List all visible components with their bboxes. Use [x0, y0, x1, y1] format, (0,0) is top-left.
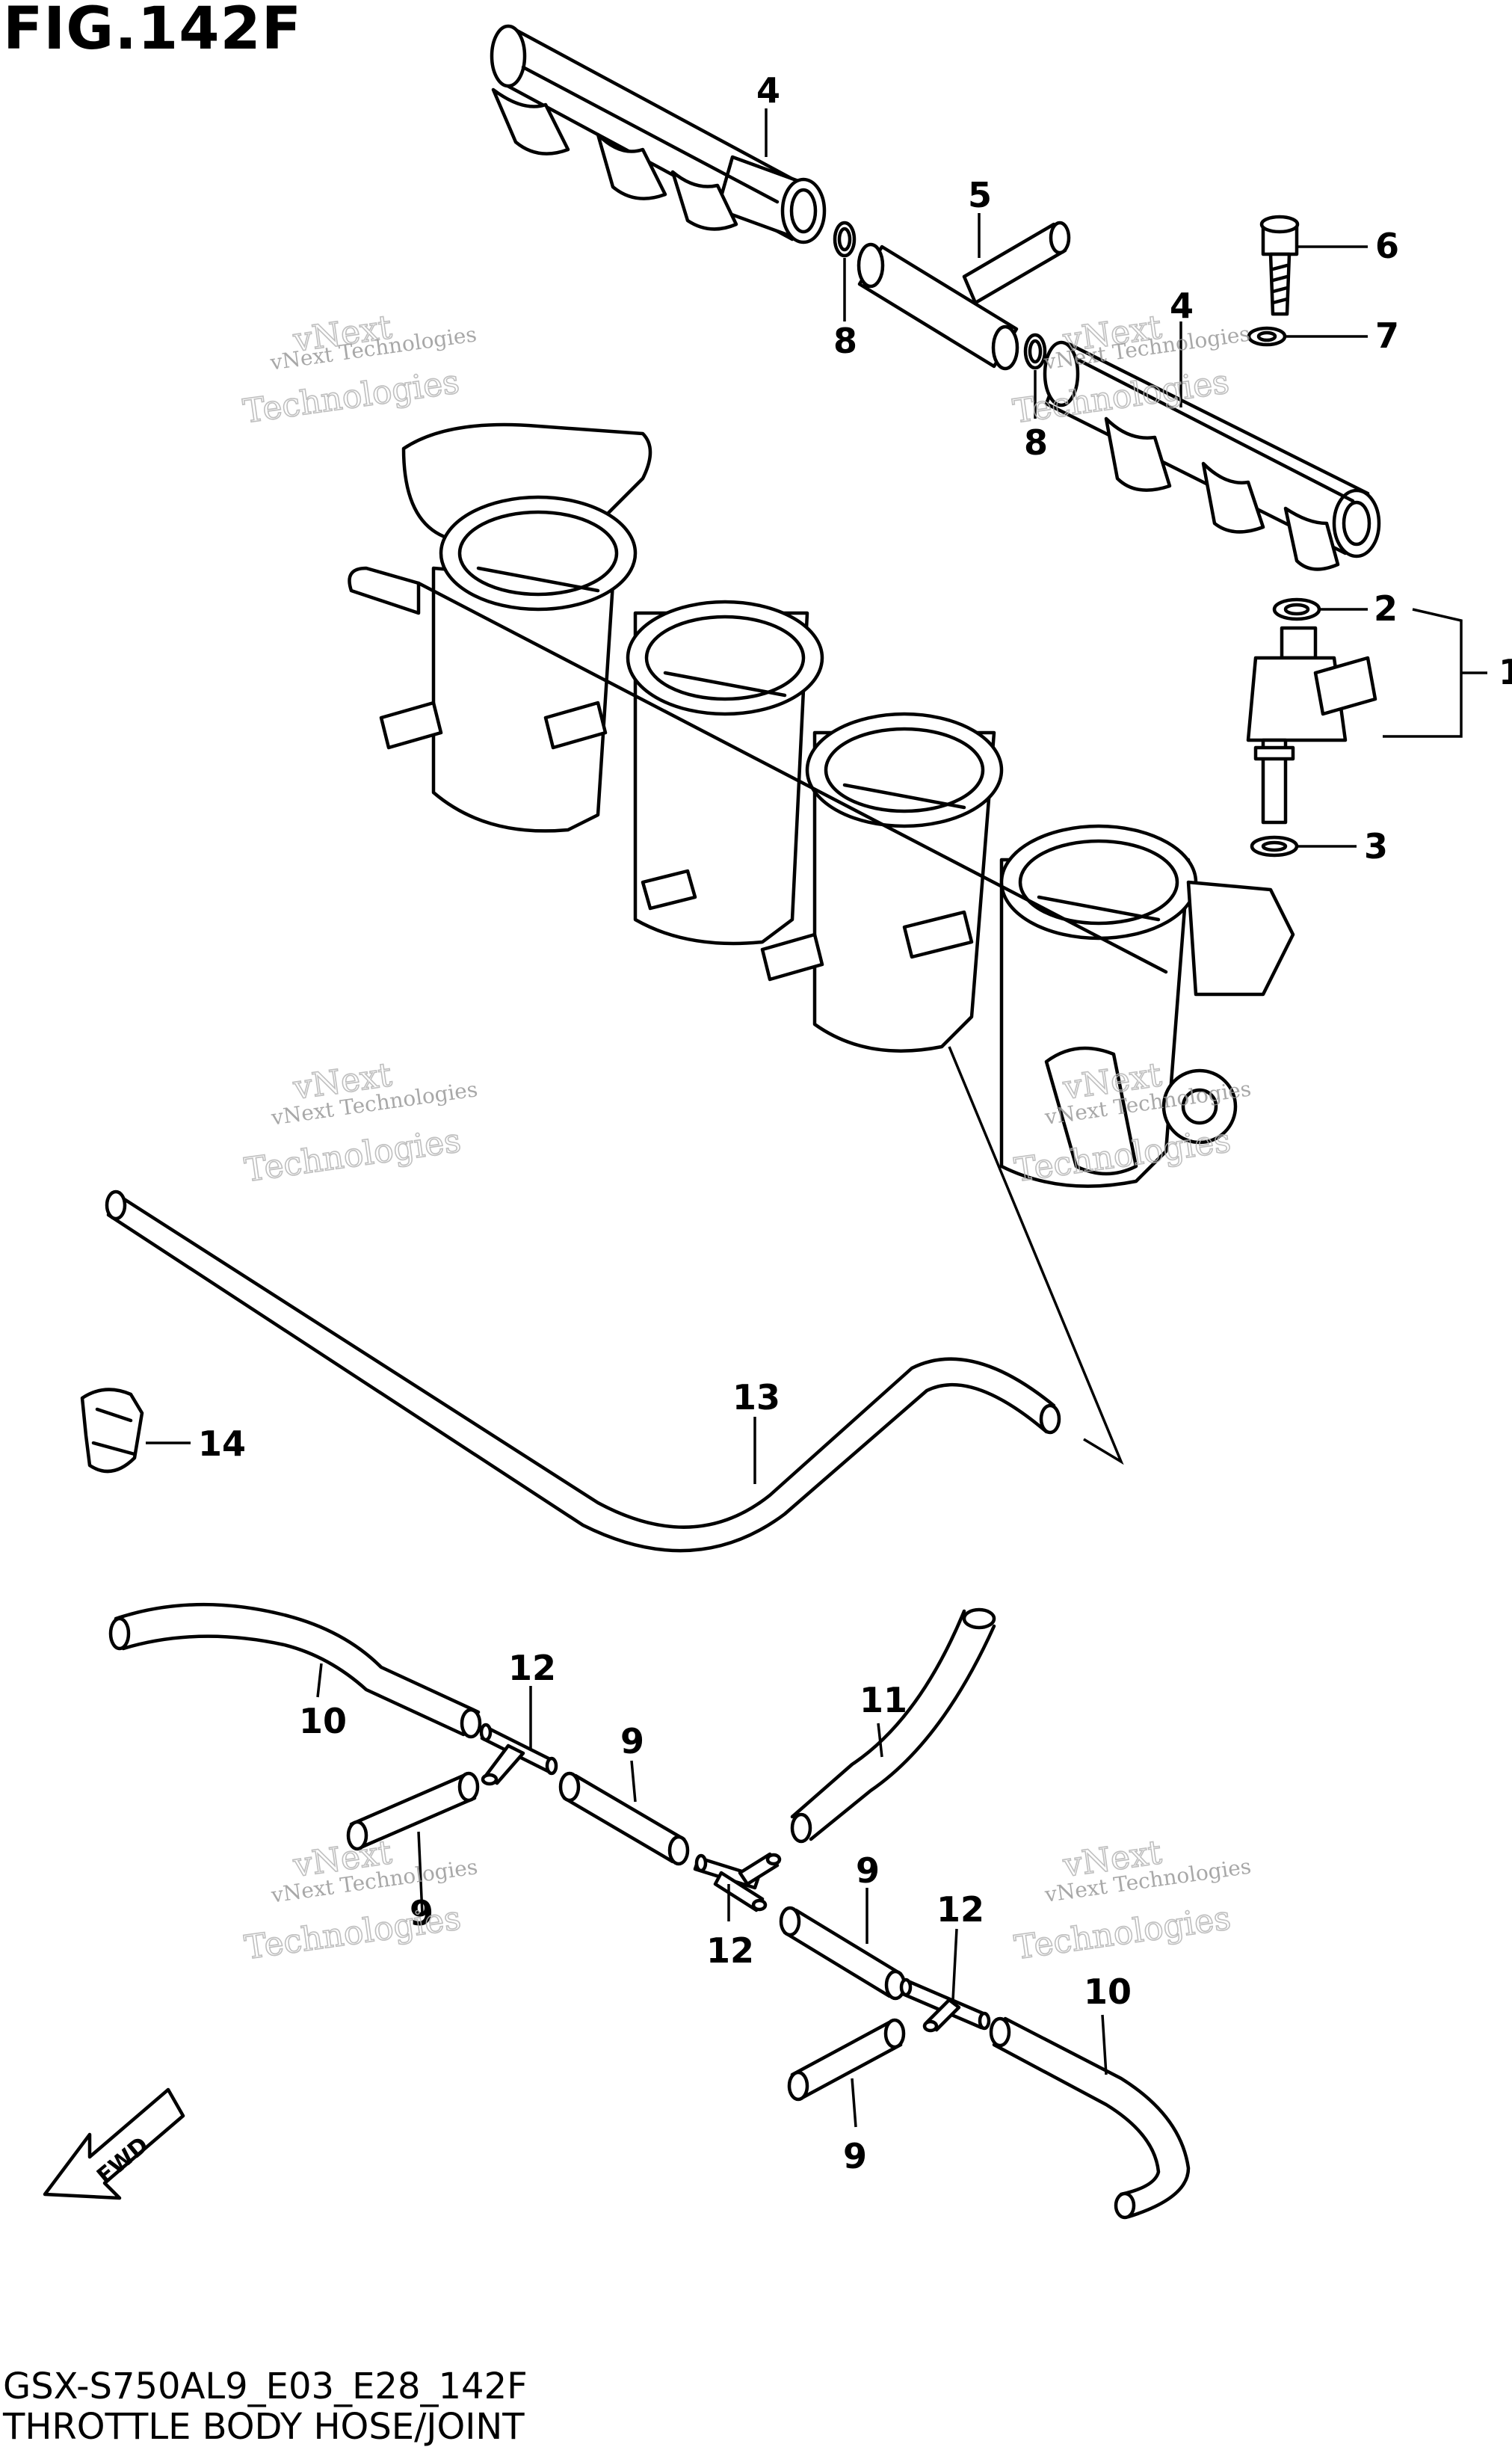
- hose-clamp: [80, 1388, 144, 1474]
- callout-label: 9: [843, 2136, 867, 2176]
- callout-label: 14: [198, 1423, 246, 1464]
- model-code: GSX-S750AL9_E03_E28_142F: [3, 2366, 528, 2407]
- watermark-text: Technologies: [242, 1121, 463, 1189]
- callout-label: 8: [1024, 422, 1048, 463]
- watermark-text: Technologies: [242, 1899, 463, 1967]
- callout-label: 6: [1375, 226, 1399, 266]
- callout-label: 5: [968, 175, 992, 215]
- hose-curved-right: [790, 1607, 996, 1844]
- callout-numbers: 1 2 3 4 4 5 6 7 8 8 9 9 9 9 10 10 11 12 …: [198, 70, 1512, 2176]
- callout-label: 9: [856, 1850, 880, 1891]
- callout-label: 12: [936, 1889, 984, 1930]
- callout-label: 12: [508, 1648, 556, 1688]
- watermark-top-right: vNext vNext Technologies Technologies: [1010, 307, 1251, 431]
- t-joint-center: [693, 1852, 782, 1912]
- hose-short-bottom: [787, 2018, 906, 2102]
- callout-label: 4: [1170, 286, 1194, 326]
- t-joint-right: [899, 1977, 991, 2033]
- leader-lines: [146, 108, 1487, 2128]
- fuel-delivery-pipe-right: [1043, 340, 1381, 571]
- callout-label: 1: [1499, 652, 1512, 692]
- watermark-bottom-right: vNext vNext Technologies Technologies: [1011, 1832, 1253, 1968]
- watermark-mid-left: vNext vNext Technologies Technologies: [241, 1055, 479, 1190]
- hose-short-right: [779, 1906, 907, 2001]
- diagram-caption: THROTTLE BODY HOSE/JOINT: [3, 2406, 525, 2448]
- callout-label: 11: [860, 1680, 907, 1720]
- fuel-injector: [1246, 597, 1377, 858]
- callout-label: 8: [833, 321, 857, 361]
- callout-label: 4: [756, 70, 780, 111]
- hose-routing-pointer: [948, 1046, 1124, 1465]
- hose-short-left: [346, 1771, 480, 1851]
- callout-label: 12: [706, 1930, 754, 1971]
- hose-upper-left: [108, 1602, 482, 1739]
- washer: [1247, 326, 1287, 347]
- hose-lower-right: [989, 2016, 1191, 2220]
- callout-label: 10: [1084, 1972, 1132, 2012]
- watermark-bottom-left: vNext vNext Technologies Technologies: [241, 1832, 479, 1968]
- fuel-delivery-pipe-left: [490, 24, 827, 244]
- callout-label: 10: [299, 1701, 347, 1741]
- watermark-text: Technologies: [1012, 1899, 1232, 1967]
- callout-label: 3: [1364, 826, 1388, 867]
- watermark-top-left: vNext vNext Technologies Technologies: [240, 307, 478, 431]
- bolt: [1259, 215, 1300, 316]
- callout-label: 13: [732, 1377, 780, 1418]
- o-ring-lower: [1023, 333, 1047, 370]
- forward-direction-arrow: FWD: [43, 2087, 185, 2200]
- callout-label: 9: [620, 1721, 644, 1761]
- callout-label: 7: [1375, 316, 1399, 356]
- figure-title: FIG.142F: [3, 0, 303, 63]
- fuel-joint-pipe: [857, 221, 1071, 371]
- callout-label: 9: [410, 1893, 433, 1933]
- hose-short-center: [558, 1771, 690, 1866]
- throttle-body-assembly: [348, 422, 1295, 1188]
- t-joint-upper: [479, 1723, 558, 1786]
- hose-long: [105, 1189, 1061, 1553]
- o-ring-upper: [833, 221, 857, 258]
- callout-label: 2: [1374, 588, 1398, 629]
